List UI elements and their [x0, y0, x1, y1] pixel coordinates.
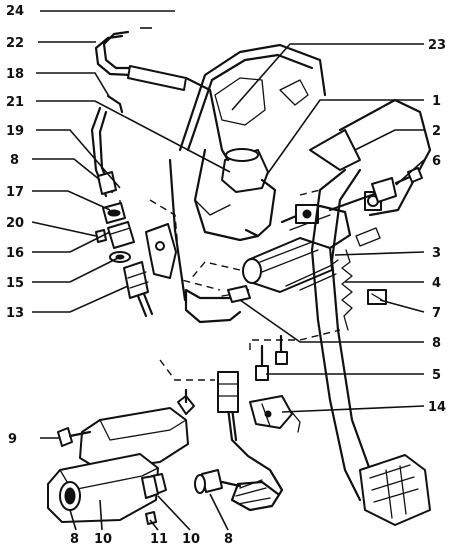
callout-2: 2: [432, 124, 441, 139]
callout-23: 23: [428, 38, 446, 53]
pushrod-clevis: [328, 177, 397, 247]
callout-17: 17: [6, 185, 24, 200]
reservoir-hose: [94, 30, 216, 112]
callout-8-bottom: 8: [224, 532, 233, 547]
callout-10-left: 9: [8, 432, 17, 447]
slave-cylinder: [47, 388, 195, 523]
leader-lines: [31, 10, 425, 531]
master-cylinder: [242, 204, 352, 293]
callout-18: 18: [6, 67, 24, 82]
callout-20: 20: [6, 216, 24, 231]
callout-numbers: 24 22 18 21 19 8 17 20 16 15 13 9 8 10 1…: [6, 4, 446, 547]
bulkhead-panel: [168, 43, 327, 302]
callout-8-top: 8: [10, 153, 19, 168]
callout-22: 22: [6, 36, 24, 51]
callout-24: 24: [6, 4, 24, 19]
stacked-parts: [90, 94, 177, 318]
clutch-switch: [249, 395, 301, 433]
callout-3: 3: [432, 246, 441, 261]
callout-9: 8: [70, 532, 79, 547]
bolt-10-left: [57, 427, 92, 447]
callout-21: 21: [6, 95, 24, 110]
fluid-reservoir: [193, 108, 277, 242]
callout-7: 7: [432, 306, 441, 321]
hose-connector-8: [194, 469, 242, 494]
over-centre-spring: [285, 249, 353, 331]
callout-15: 15: [6, 276, 24, 291]
clutch-pedal: [309, 98, 432, 526]
callout-1: 1: [432, 94, 441, 109]
callout-6: 6: [432, 154, 441, 169]
callout-10-bottom: 10: [182, 532, 200, 547]
callout-16: 16: [6, 246, 24, 261]
callout-19: 19: [6, 124, 24, 139]
hydraulic-line: [184, 285, 284, 512]
bolts-5: [255, 334, 288, 381]
callout-14: 14: [428, 400, 446, 415]
callout-8-right: 8: [432, 336, 441, 351]
callout-13: 13: [6, 306, 24, 321]
callout-5: 5: [432, 368, 441, 383]
pedal-stop: [367, 289, 387, 305]
callout-4: 4: [432, 276, 441, 291]
callout-11: 10: [94, 532, 112, 547]
callout-12: 11: [150, 532, 168, 547]
bolt-12: [145, 511, 157, 525]
